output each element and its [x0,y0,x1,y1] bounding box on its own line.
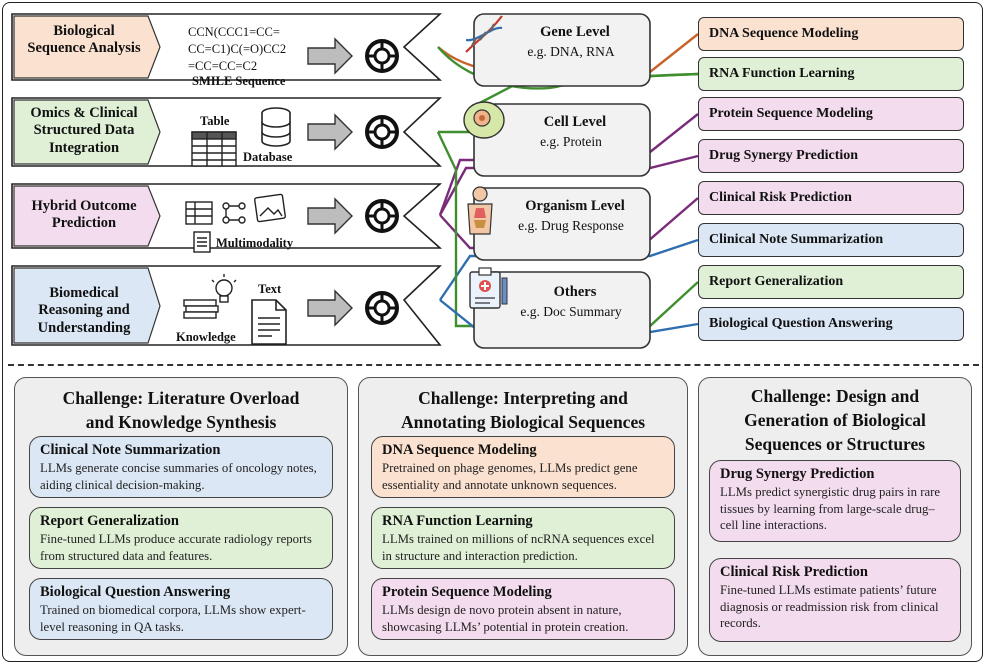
llm-knot-icon [365,115,399,149]
input-label-reasoning: Biomedical Reasoning and Understanding [37,285,131,336]
llm-icons [365,39,399,325]
dna-icon [465,15,503,53]
level-sub-others: e.g. Doc Summary [520,304,622,319]
body-icon [467,186,493,235]
card-desc: LLMs trained on millions of ncRNA sequen… [382,532,655,563]
cell-icon [463,101,505,139]
input-label-omics: Omics & Clinical Structured Data Integra… [30,105,138,156]
level-title-organism: Organism Level [525,198,625,214]
card-clinical-note-summarization: Clinical Note Summarization LLMs generat… [29,436,333,498]
card-title: Protein Sequence Modeling [382,584,552,600]
database-caption: Database [243,150,293,164]
llm-knot-icon [365,291,399,325]
smiles-caption: SMILE Sequence [192,74,286,88]
card-title: Clinical Risk Prediction [720,564,868,580]
input-label-sequence: Biological Sequence Analysis [27,23,141,57]
card-title: RNA Function Learning [382,513,533,529]
text-document-icon [251,299,287,345]
card-title: Report Generalization [40,513,179,529]
knowledge-caption: Knowledge [176,330,236,344]
level-title-others: Others [553,284,597,300]
task-report-generalization: Report Generalization [698,265,964,299]
level-title-cell: Cell Level [543,114,607,130]
arrow-2 [307,113,353,151]
panel-title: Challenge: Interpreting and Annotating B… [400,388,646,432]
card-title: DNA Sequence Modeling [382,442,537,458]
text-caption: Text [258,282,282,296]
level-sub-organism: e.g. Drug Response [518,218,624,233]
task-clinical-risk-prediction: Clinical Risk Prediction [698,181,964,215]
card-biological-question-answering: Biological Question Answering Trained on… [29,578,333,640]
multimodality-icon [185,193,286,253]
challenge-panel-literature: Challenge: Literature Overload and Knowl… [14,377,348,656]
challenge-panel-sequences: Challenge: Interpreting and Annotating B… [358,377,688,656]
card-desc: Trained on biomedical corpora, LLMs show… [40,603,306,634]
card-rna-function-learning: RNA Function Learning LLMs trained on mi… [371,507,675,569]
connector-omics-report [436,131,699,328]
level-sub-cell: e.g. Protein [540,134,602,149]
card-title: Clinical Note Summarization [40,442,221,458]
database-icon [261,107,291,147]
llm-knot-icon [365,199,399,233]
panel-title: Challenge: Design and Generation of Biol… [744,386,926,454]
level-title-gene: Gene Level [540,24,610,40]
task-drug-synergy-prediction: Drug Synergy Prediction [698,139,964,173]
card-title: Drug Synergy Prediction [720,466,875,482]
card-report-generalization: Report Generalization Fine-tuned LLMs pr… [29,507,333,569]
arrows [307,37,353,327]
level-boxes [473,13,651,349]
task-protein-sequence-modeling: Protein Sequence Modeling [698,97,964,131]
card-desc: Fine-tuned LLMs estimate patients’ futur… [720,583,939,630]
input-label-hybrid: Hybrid Outcome Prediction [31,198,137,232]
card-desc: Fine-tuned LLMs produce accurate radiolo… [40,532,312,563]
arrow-3 [307,197,353,235]
challenge-panel-design: Challenge: Design and Generation of Biol… [698,377,972,656]
task-biological-question-answering: Biological Question Answering [698,307,964,341]
card-desc: LLMs design de novo protein absent in na… [382,603,629,634]
table-icon [191,131,237,167]
card-desc: LLMs generate concise summaries of oncol… [40,461,317,492]
level-sub-gene: e.g. DNA, RNA [527,44,615,59]
card-clinical-risk-prediction: Clinical Risk Prediction Fine-tuned LLMs… [709,558,961,642]
pipeline-diagram [11,13,699,349]
table-caption: Table [200,114,230,128]
task-clinical-note-summarization: Clinical Note Summarization [698,223,964,257]
card-desc: Pretrained on phage genomes, LLMs predic… [382,461,638,492]
knowledge-icon [183,274,237,319]
clipboard-icon [469,267,508,309]
arrow-1 [307,37,353,75]
card-dna-sequence-modeling: DNA Sequence Modeling Pretrained on phag… [371,436,675,498]
llm-knot-icon [365,39,399,73]
card-title: Biological Question Answering [40,584,231,600]
input-cards [11,13,443,346]
card-desc: LLMs predict synergistic drug pairs in r… [720,485,941,532]
task-dna-sequence-modeling: DNA Sequence Modeling [698,17,964,51]
card-protein-sequence-modeling: Protein Sequence Modeling LLMs design de… [371,578,675,640]
card-drug-synergy-prediction: Drug Synergy Prediction LLMs predict syn… [709,460,961,542]
section-divider [8,364,979,366]
task-rna-function-learning: RNA Function Learning [698,57,964,91]
panel-title: Challenge: Literature Overload and Knowl… [62,388,300,432]
smiles-string: CCN(CCC1=CC= CC=C1)C(=O)CC2 =CC=CC=C2 [188,25,287,73]
multimodality-caption: Multimodality [216,236,294,250]
arrow-4 [307,289,353,327]
